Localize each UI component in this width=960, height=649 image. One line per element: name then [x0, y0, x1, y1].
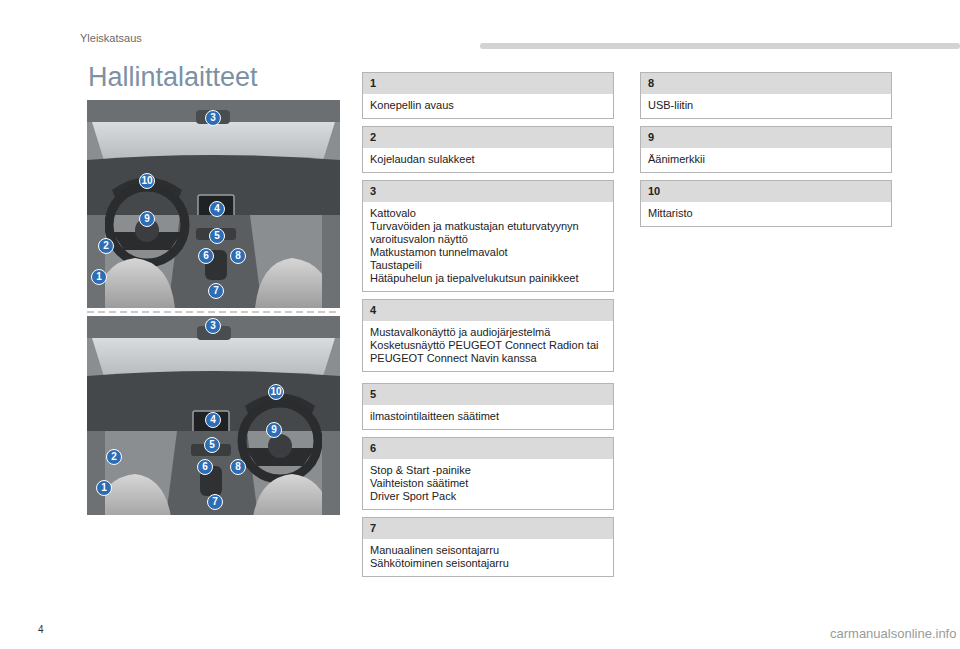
callout-number: 5 — [209, 228, 225, 244]
box-number: 2 — [363, 127, 613, 148]
box-item: Kattovalo — [370, 207, 606, 220]
callout-number: 1 — [96, 480, 112, 496]
numbered-info-box: 7Manuaalinen seisontajarruSähkötoiminen … — [362, 517, 614, 577]
box-number: 1 — [363, 73, 613, 94]
callout-number: 10 — [268, 384, 284, 400]
box-number: 8 — [641, 73, 891, 94]
box-item: Taustapeili — [370, 259, 606, 272]
box-item: Matkustamon tunnelmavalot — [370, 246, 606, 259]
numbered-info-box: 3KattovaloTurvavöiden ja matkustajan etu… — [362, 180, 614, 292]
box-item: Manuaalinen seisontajarru — [370, 544, 606, 557]
box-item: Äänimerkkii — [648, 153, 884, 166]
box-item: Driver Sport Pack — [370, 490, 606, 503]
callout-number: 3 — [205, 318, 221, 334]
section-header: Yleiskatsaus — [80, 32, 142, 44]
callout-number: 3 — [205, 110, 221, 126]
box-item: Mittaristo — [648, 207, 884, 220]
box-body: Mittaristo — [641, 202, 891, 226]
page-number: 4 — [38, 624, 44, 635]
box-body: Konepellin avaus — [363, 94, 613, 118]
callout-number: 6 — [197, 459, 213, 475]
callout-number: 4 — [209, 201, 225, 217]
box-number: 10 — [641, 181, 891, 202]
numbered-info-box: 5 ilmastointilaitteen säätimet — [362, 383, 614, 430]
box-item: Stop & Start -painike — [370, 464, 606, 477]
numbered-info-box: 2Kojelaudan sulakkeet — [362, 126, 614, 173]
box-item: Hätäpuhelun ja tiepalvelukutsun painikke… — [370, 272, 606, 285]
numbered-info-box: 6Stop & Start -painikeVaihteiston säätim… — [362, 437, 614, 510]
callout-number: 4 — [205, 412, 221, 428]
box-body: Äänimerkkii — [641, 148, 891, 172]
callout-number: 8 — [230, 459, 246, 475]
callout-number: 10 — [139, 173, 155, 189]
box-body: Stop & Start -painikeVaihteiston säätime… — [363, 459, 613, 509]
box-number: 7 — [363, 518, 613, 539]
box-item: Turvavöiden ja matkustajan etuturvatyyny… — [370, 220, 606, 246]
callout-number: 1 — [91, 269, 107, 285]
box-body: Manuaalinen seisontajarruSähkötoiminen s… — [363, 539, 613, 576]
box-number: 9 — [641, 127, 891, 148]
box-body: ilmastointilaitteen säätimet — [363, 405, 613, 429]
numbered-info-box: 1Konepellin avaus — [362, 72, 614, 119]
callout-number: 9 — [266, 422, 282, 438]
box-body: Kojelaudan sulakkeet — [363, 148, 613, 172]
box-number: 4 — [363, 300, 613, 321]
box-item: Sähkötoiminen seisontajarru — [370, 557, 606, 570]
box-item: Vaihteiston säätimet — [370, 477, 606, 490]
box-item: USB-liitin — [648, 99, 884, 112]
callout-number: 2 — [98, 238, 114, 254]
box-item: Mustavalkonäyttö ja audiojärjestelmä — [370, 326, 606, 339]
numbered-info-box: 10Mittaristo — [640, 180, 892, 227]
numbered-info-box: 8USB-liitin — [640, 72, 892, 119]
box-body: Mustavalkonäyttö ja audiojärjestelmäKosk… — [363, 321, 613, 371]
numbered-info-box: 4Mustavalkonäyttö ja audiojärjestelmäKos… — [362, 299, 614, 372]
box-number: 5 — [363, 384, 613, 405]
numbered-info-box: 9Äänimerkkii — [640, 126, 892, 173]
box-item: ilmastointilaitteen säätimet — [370, 410, 606, 423]
callout-number: 2 — [106, 449, 122, 465]
box-number: 6 — [363, 438, 613, 459]
watermark: carmanualsonline.info — [830, 626, 956, 641]
box-item: Kojelaudan sulakkeet — [370, 153, 606, 166]
callout-number: 8 — [230, 248, 246, 264]
callout-number: 6 — [198, 248, 214, 264]
page-title: Hallintalaitteet — [88, 62, 258, 93]
callout-number: 7 — [207, 494, 223, 510]
box-number: 3 — [363, 181, 613, 202]
callout-number: 7 — [208, 283, 224, 299]
callout-number: 5 — [204, 437, 220, 453]
box-body: KattovaloTurvavöiden ja matkustajan etut… — [363, 202, 613, 291]
box-item: Kosketusnäyttö PEUGEOT Connect Radion ta… — [370, 339, 606, 365]
box-body: USB-liitin — [641, 94, 891, 118]
box-item: Konepellin avaus — [370, 99, 606, 112]
callout-number: 9 — [139, 211, 155, 227]
